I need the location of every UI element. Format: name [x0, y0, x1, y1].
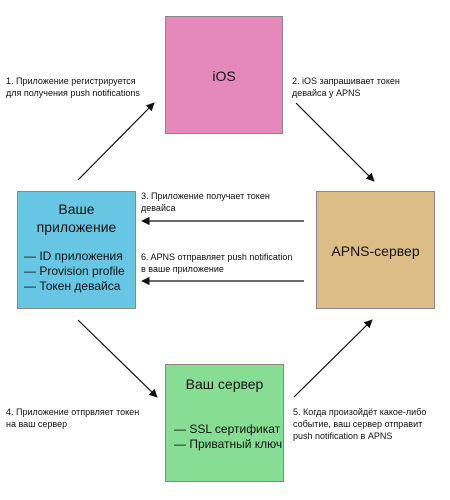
your-server-node: Ваш сервер — SSL сертификат — Приватный … [165, 364, 284, 482]
step-5-line: push notification в APNS [293, 431, 393, 441]
arrow-ios-to-apns [295, 102, 375, 182]
step-6-line: в ваше приложение [141, 264, 224, 274]
step-6-label: 6. APNS отправляет push notification в в… [141, 251, 292, 275]
arrow-server-to-apns [293, 319, 373, 398]
apns-server-node: APNS-сервер [316, 191, 435, 309]
your-app-title-line1: Ваше [58, 201, 95, 217]
your-server-item: — SSL сертификат [174, 422, 281, 436]
step-5-line: событие, ваш сервер отправит [293, 419, 423, 429]
your-app-node: Ваше приложение — ID приложения — Provis… [17, 191, 136, 309]
step-5-line: 5. Когда произойдёт какое-либо [293, 407, 427, 417]
step-3-label: 3. Приложение получает токен девайса [141, 190, 270, 214]
arrow-app-to-server [77, 319, 158, 398]
step-2-label: 2. iOS запрашивает токен девайса у APNS [292, 75, 400, 99]
your-server-node-title: Ваш сервер [185, 376, 264, 392]
step-3-line: 3. Приложение получает токен [141, 191, 270, 201]
step-2-line: девайса у APNS [292, 88, 361, 98]
your-app-title-line2: приложение [36, 219, 117, 235]
your-app-items-list: — ID приложения — Provision profile — То… [24, 249, 133, 294]
step-6-line: 6. APNS отправляет push notification [141, 252, 293, 262]
ios-node: iOS [165, 16, 283, 134]
step-4-line: на ваш сервер [6, 419, 68, 429]
your-app-item: — ID приложения [24, 249, 123, 263]
step-4-line: 4. Приложение отпрвляет токен [6, 407, 140, 417]
step-2-line: 2. iOS запрашивает токен [292, 76, 400, 86]
apns-server-node-title: APNS-сервер [331, 243, 420, 259]
your-server-items-list: — SSL сертификат — Приватный ключ [174, 422, 283, 452]
your-app-item: — Токен девайса [24, 279, 121, 293]
ios-node-title: iOS [212, 68, 236, 84]
arrow-app-to-ios [77, 102, 155, 181]
step-1-line: для получения push notifications [6, 88, 140, 98]
step-4-label: 4. Приложение отпрвляет токен на ваш сер… [6, 406, 139, 430]
step-1-label: 1. Приложение регистрируется для получен… [6, 75, 140, 99]
step-3-line: девайса [141, 203, 176, 213]
your-server-item: — Приватный ключ [174, 437, 283, 451]
step-5-label: 5. Когда произойдёт какое-либо событие, … [293, 406, 426, 442]
step-1-line: 1. Приложение регистрируется [6, 76, 136, 86]
your-app-node-title: Ваше приложение [18, 200, 135, 236]
your-app-item: — Provision profile [24, 264, 125, 278]
